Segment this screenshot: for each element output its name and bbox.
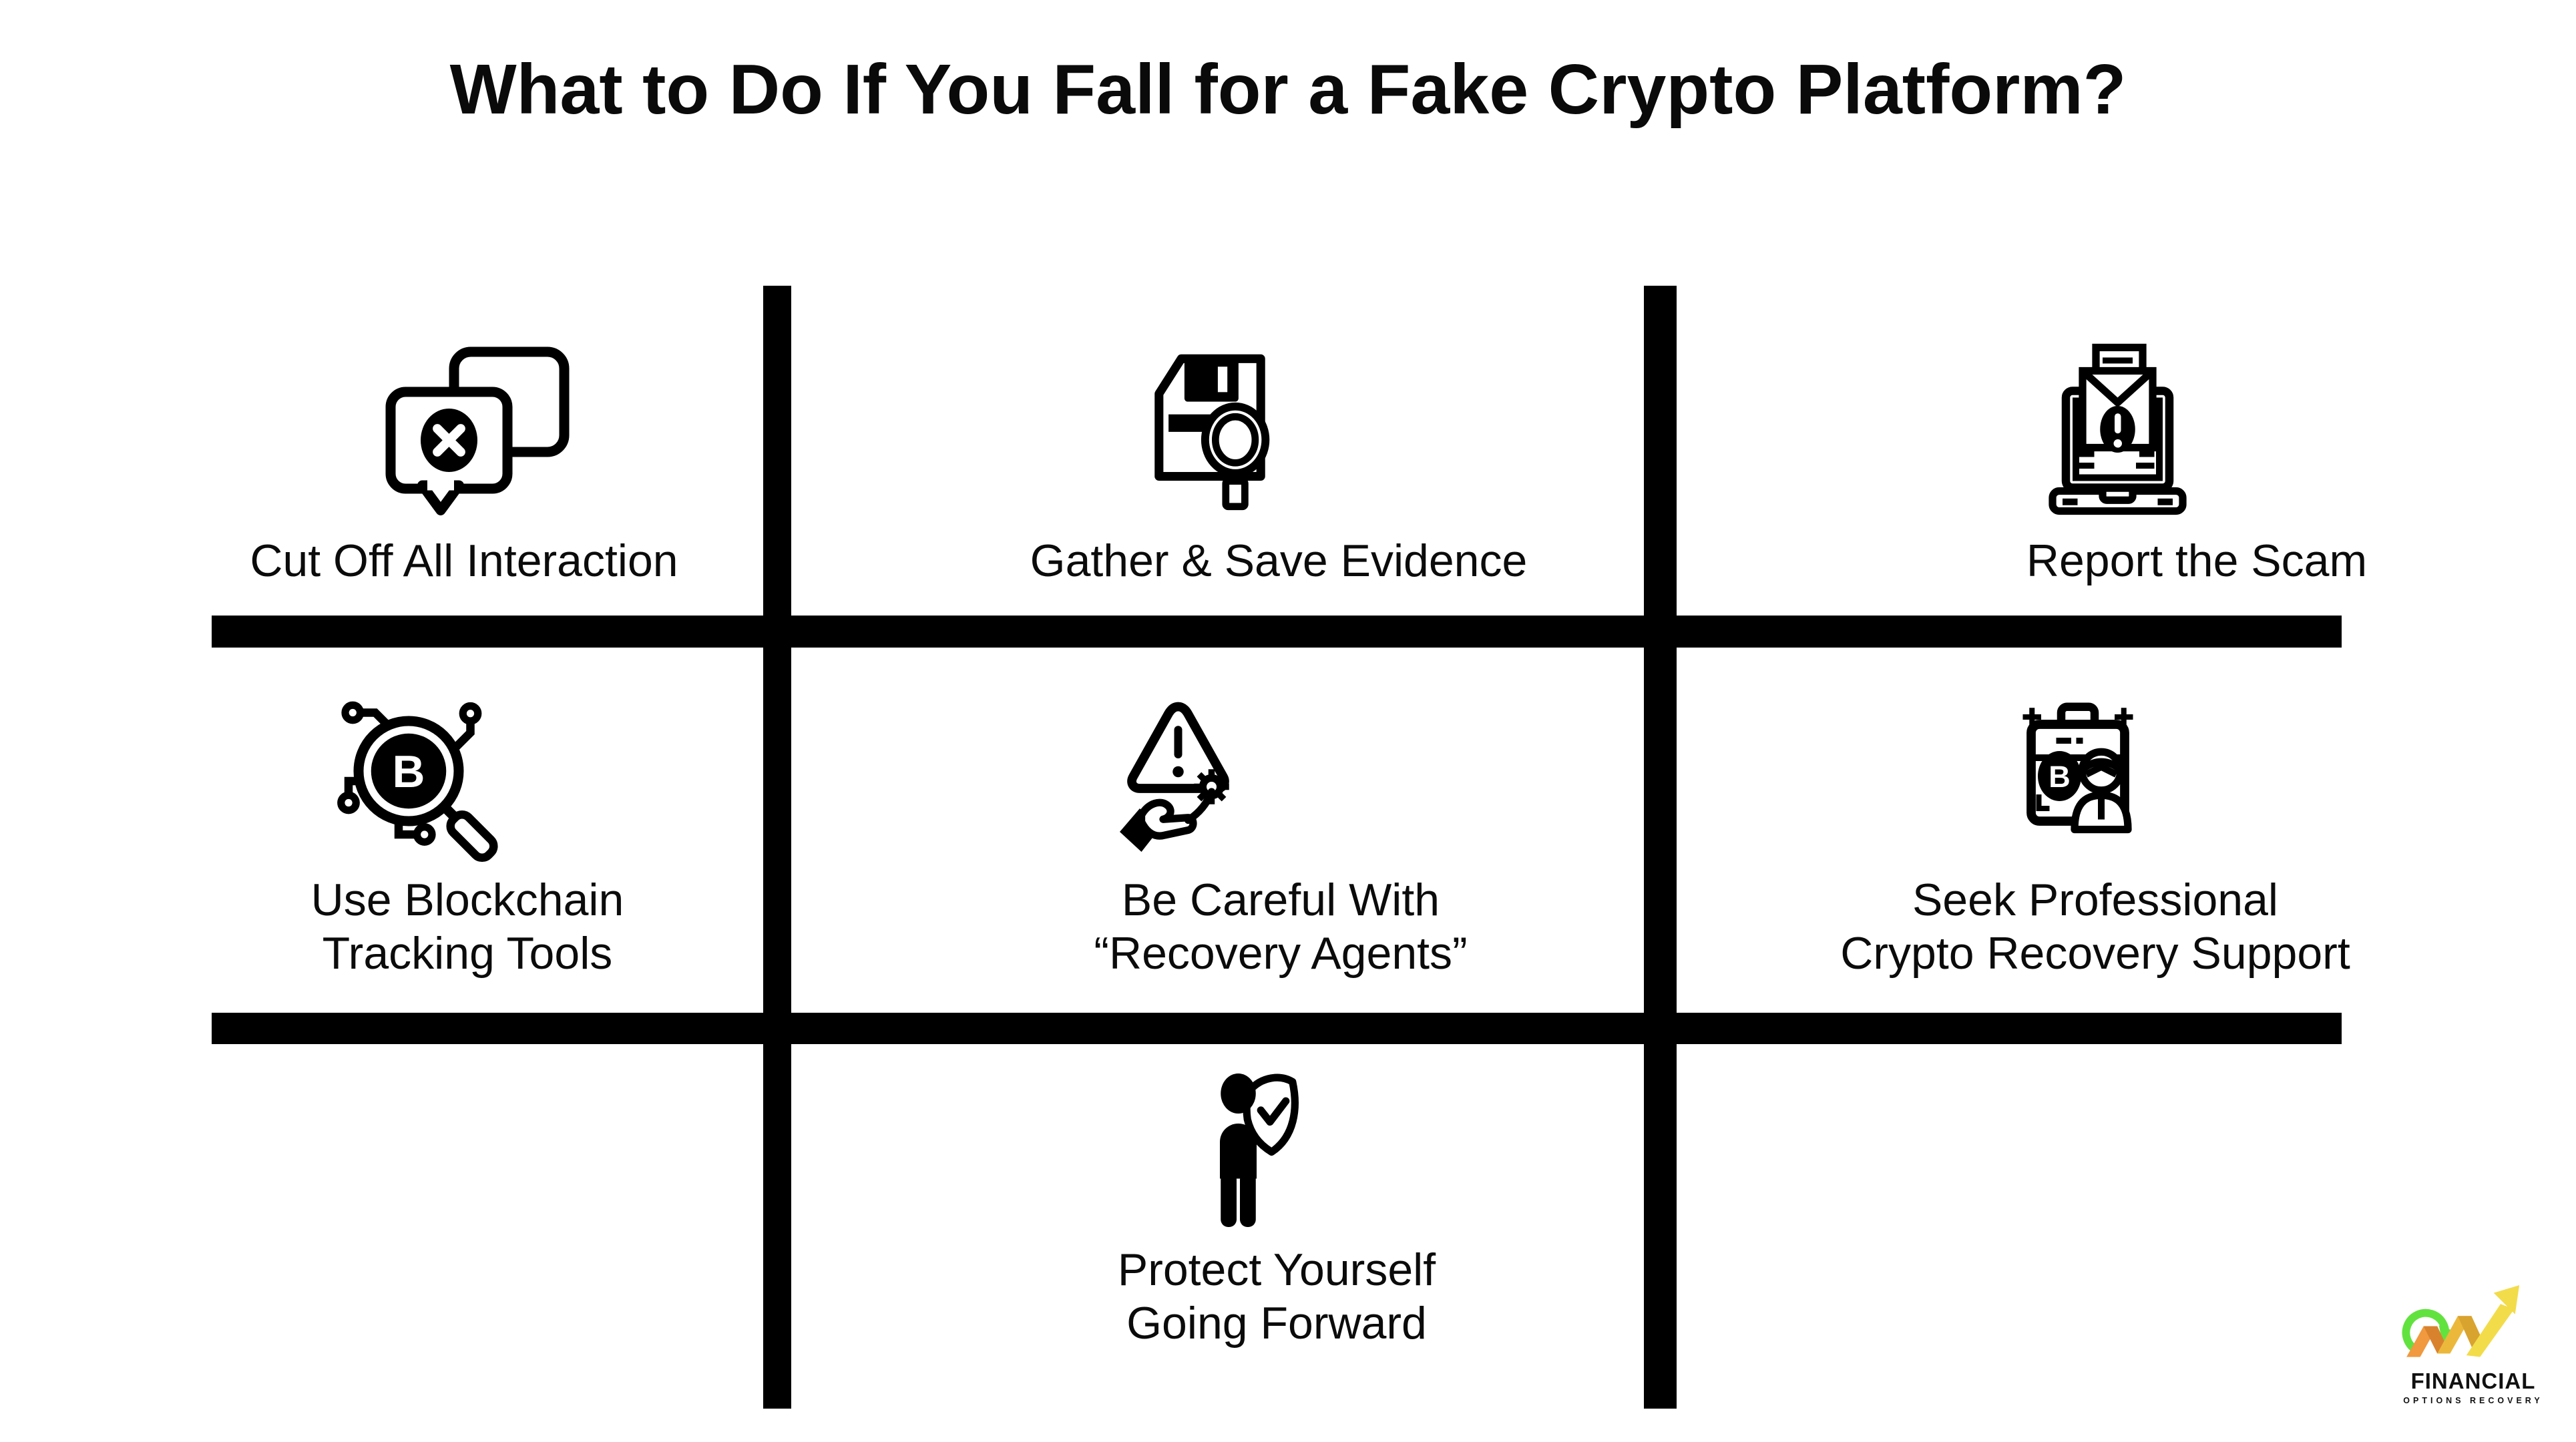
label-line: “Recovery Agents” bbox=[1094, 928, 1468, 979]
bitcoin-tracking-icon: B bbox=[335, 698, 512, 868]
cell-label-report-the-scam: Report the Scam bbox=[1896, 534, 2497, 587]
plus-icon bbox=[2022, 708, 2133, 726]
laptop-alert-mail-icon bbox=[2046, 342, 2189, 517]
grid-vertical-line-1 bbox=[763, 286, 791, 1409]
page-title: What to Do If You Fall for a Fake Crypto… bbox=[449, 50, 2127, 129]
label-line: Protect Yourself bbox=[1117, 1244, 1436, 1295]
logo-subtitle: OPTIONS RECOVERY bbox=[2403, 1396, 2543, 1405]
financial-options-recovery-logo: FINANCIAL OPTIONS RECOVERY bbox=[2398, 1282, 2548, 1405]
blocked-chat-icon bbox=[377, 344, 578, 516]
label-line: Cut Off All Interaction bbox=[250, 535, 678, 586]
label-line: Be Careful With bbox=[1121, 875, 1440, 925]
cell-label-be-careful-recovery-agents: Be Careful With “Recovery Agents” bbox=[980, 873, 1581, 980]
person-shield-icon bbox=[1197, 1067, 1303, 1240]
label-line: Crypto Recovery Support bbox=[1840, 928, 2350, 979]
floppy-search-icon bbox=[1143, 344, 1277, 516]
cell-label-cut-off-all-interaction: Cut Off All Interaction bbox=[164, 534, 765, 587]
label-line: Report the Scam bbox=[2026, 535, 2368, 586]
grid-vertical-line-2 bbox=[1644, 286, 1677, 1409]
bitcoin-symbol: B bbox=[393, 747, 425, 797]
label-line: Use Blockchain bbox=[310, 875, 624, 925]
bitcoin-symbol: B bbox=[2049, 760, 2071, 794]
gear-icon bbox=[1194, 769, 1229, 804]
label-line: Gather & Save Evidence bbox=[1030, 535, 1528, 586]
cell-label-use-blockchain-tracking-tools: Use Blockchain Tracking Tools bbox=[167, 873, 768, 980]
label-line: Tracking Tools bbox=[322, 928, 613, 979]
cell-label-seek-professional-support: Seek Professional Crypto Recovery Suppor… bbox=[1795, 873, 2396, 980]
label-line: Going Forward bbox=[1126, 1298, 1427, 1349]
crypto-support-case-icon: B bbox=[2014, 698, 2141, 868]
logo-growth-arrow-icon bbox=[2402, 1285, 2520, 1357]
warning-hand-icon bbox=[1110, 696, 1247, 868]
cell-label-protect-yourself: Protect Yourself Going Forward bbox=[976, 1243, 1577, 1350]
logo-name: FINANCIAL bbox=[2410, 1369, 2536, 1393]
grid-horizontal-line-1 bbox=[212, 616, 2342, 648]
label-line: Seek Professional bbox=[1912, 875, 2279, 925]
cell-label-gather-save-evidence: Gather & Save Evidence bbox=[978, 534, 1579, 587]
grid-horizontal-line-2 bbox=[212, 1013, 2342, 1044]
